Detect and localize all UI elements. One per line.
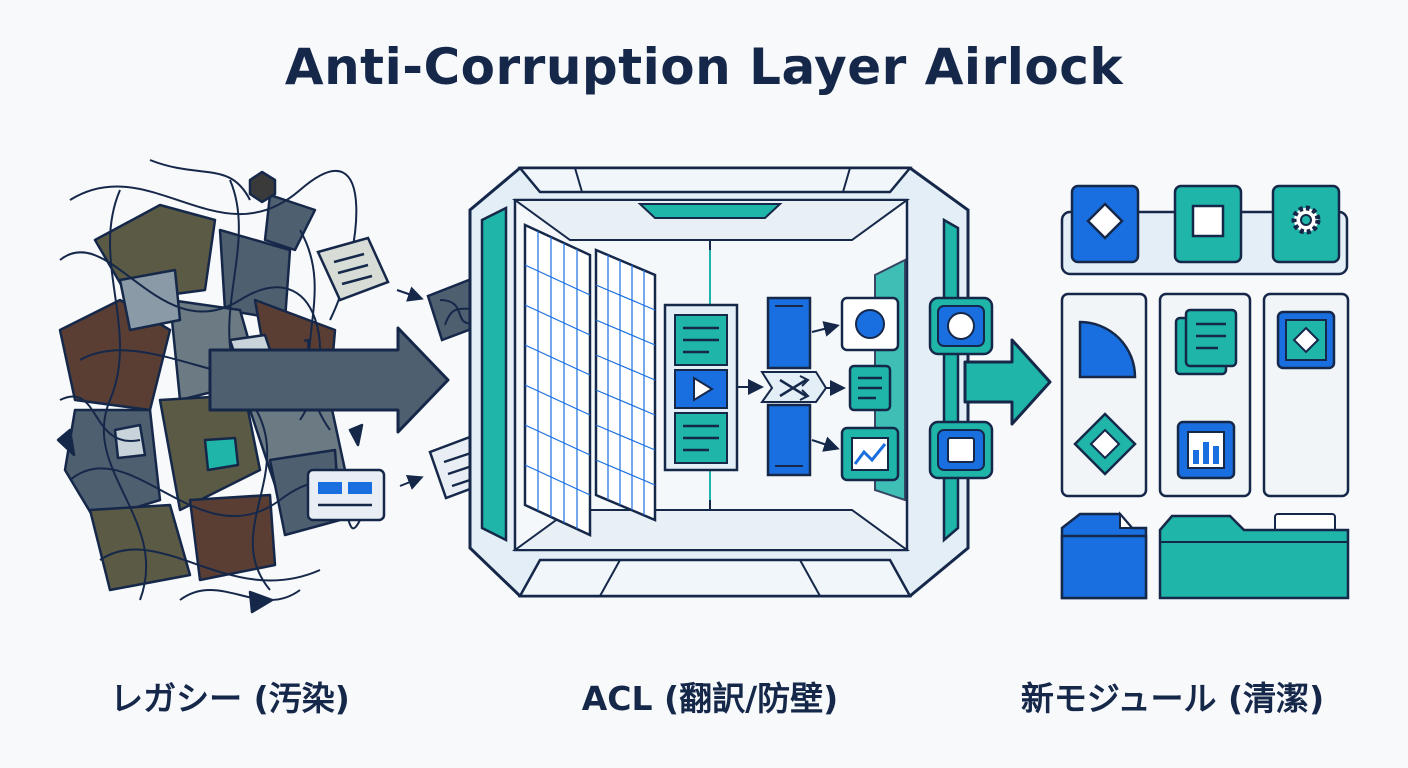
legacy-fragment: [63, 408, 162, 522]
caption-acl: ACL (翻訳/防壁): [581, 679, 839, 718]
diamond-shape: [1073, 412, 1137, 476]
document-icon: [1174, 308, 1238, 376]
legacy-inbound-arrow: [208, 326, 450, 434]
play-icon: [674, 369, 728, 409]
diagram-title: Anti-Corruption Layer Airlock: [284, 38, 1124, 96]
clean-outbound-arrow: [963, 338, 1052, 426]
legacy-fragment: [88, 503, 192, 592]
bar-chart-icon: [1176, 420, 1236, 480]
gear-icon: [1271, 184, 1341, 264]
filter-grid-inner: [594, 248, 657, 522]
card-icon: [306, 468, 386, 522]
acl-airlock: [468, 166, 994, 598]
folder-icon: [1060, 511, 1148, 600]
router-module: [760, 296, 828, 477]
square-tile: [1173, 184, 1243, 264]
flow-arrow: [811, 321, 840, 337]
caption-legacy: レガシー (汚染): [110, 679, 350, 718]
legacy-shard: [56, 428, 76, 457]
document-icon: [848, 364, 892, 412]
legacy-shard: [248, 590, 274, 614]
legacy-shard: [348, 423, 364, 447]
legacy-fragment: [263, 193, 317, 252]
quarter-circle-shape: [1078, 320, 1137, 379]
new-module-grid: [1060, 184, 1350, 600]
document-icon: [316, 236, 390, 302]
caption-new-module: 新モジュール (清潔): [1020, 679, 1325, 718]
legacy-fragment: [203, 436, 240, 472]
diamond-window-tile: [1276, 310, 1336, 370]
folder-icon: [1158, 513, 1350, 600]
filter-grid-outer: [523, 223, 592, 537]
ceiling-light: [637, 203, 783, 219]
exit-circle-tile: [928, 296, 994, 356]
exit-square-tile: [928, 420, 994, 480]
translator-module: [663, 303, 739, 472]
diamond-tile: [1070, 184, 1140, 264]
legacy-hexagon: [248, 170, 277, 204]
circle-output-tile: [840, 296, 900, 352]
line-chart-icon: [840, 426, 900, 482]
flow-arrow: [811, 436, 840, 452]
shuffle-icon: [760, 371, 828, 403]
legacy-fragment: [118, 268, 182, 332]
inbound-arrow: [396, 286, 424, 302]
inbound-arrow: [399, 475, 424, 490]
